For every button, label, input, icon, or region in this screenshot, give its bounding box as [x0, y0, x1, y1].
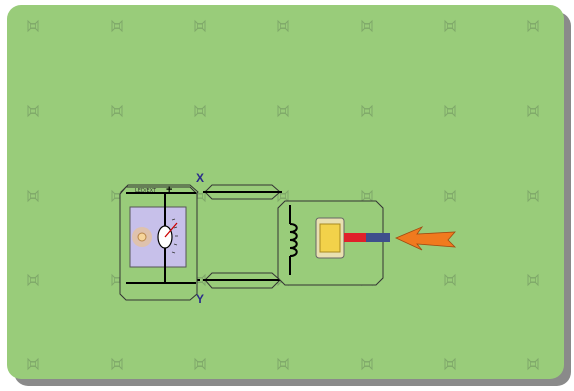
peg-slot-icon — [27, 19, 39, 33]
peg-slot-icon — [444, 273, 456, 287]
coil-icon — [289, 223, 298, 257]
peg-slot-icon — [527, 357, 539, 371]
node-y-label: Y — [196, 292, 204, 306]
peg-slot-icon — [527, 104, 539, 118]
meter-needle — [164, 222, 178, 238]
peg-slot-icon — [27, 357, 39, 371]
peg-slot-icon — [444, 19, 456, 33]
meter-label: LED/EXT — [135, 188, 157, 194]
peg-slot-icon — [527, 19, 539, 33]
peg-slot-icon — [277, 104, 289, 118]
peg-slot-icon — [361, 104, 373, 118]
coil-winding — [319, 223, 341, 253]
peg-slot-icon — [27, 273, 39, 287]
peg-slot-icon — [194, 104, 206, 118]
peg-slot-icon — [444, 357, 456, 371]
coil-component[interactable] — [277, 200, 390, 286]
peg-slot-icon — [361, 19, 373, 33]
peg-slot-icon — [277, 357, 289, 371]
peg-slot-icon — [444, 104, 456, 118]
meter-component[interactable]: LED/EXT + — [119, 184, 198, 301]
board-base — [7, 5, 564, 379]
peg-slot-icon — [527, 189, 539, 203]
peg-slot-icon — [527, 273, 539, 287]
peg-slot-icon — [27, 104, 39, 118]
peg-slot-icon — [361, 357, 373, 371]
peg-slot-icon — [111, 357, 123, 371]
peg-slot-icon — [111, 104, 123, 118]
arrow-left-icon — [395, 226, 457, 251]
meter-scale — [171, 218, 178, 254]
peg-slot-icon — [111, 19, 123, 33]
wire-bottom-middle[interactable] — [203, 272, 282, 289]
peg-slot-icon — [194, 19, 206, 33]
magnet-north — [344, 233, 366, 242]
wire-top-middle[interactable] — [203, 184, 282, 200]
led-icon — [137, 232, 147, 242]
meter-plus-label: + — [166, 184, 172, 196]
peg-slot-icon — [444, 189, 456, 203]
peg-slot-icon — [277, 19, 289, 33]
magnet-south — [366, 233, 390, 242]
peg-slot-icon — [27, 189, 39, 203]
peg-slot-icon — [194, 357, 206, 371]
node-x-label: X — [196, 171, 204, 185]
